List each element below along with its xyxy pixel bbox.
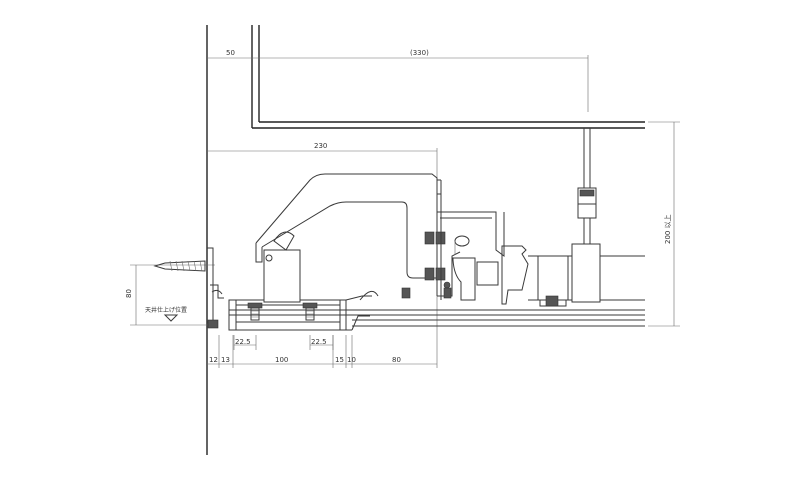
level-triangle-icon xyxy=(163,314,179,322)
dim-100: 100 xyxy=(275,356,288,364)
dim-top-right: (330) xyxy=(410,49,429,57)
anchor-screw xyxy=(153,260,206,272)
dim-15: 15 xyxy=(335,356,344,364)
light-fixture: 22.5 22.5 xyxy=(228,290,379,350)
ceiling-lines xyxy=(229,309,645,331)
dim-top-left: 50 xyxy=(226,49,235,57)
edge-trim xyxy=(207,247,224,329)
dim-offset-right: 22.5 xyxy=(311,338,327,346)
dim-10: 10 xyxy=(347,356,356,364)
connector xyxy=(443,235,529,305)
wall-structure xyxy=(206,25,645,455)
dim-200: 200 以上 xyxy=(663,214,672,244)
bracket-bolts xyxy=(401,231,446,299)
dimension-230: 230 xyxy=(207,142,438,368)
bottom-dimensions: 12 13 100 15 10 80 xyxy=(207,335,437,368)
dim-13: 13 xyxy=(221,356,230,364)
ceiling-finish-label: 天井仕上げ位置 xyxy=(145,306,187,314)
dim-80: 80 xyxy=(125,289,133,298)
dimension-80: 80 天井仕上げ位置 xyxy=(125,264,215,326)
dim-80-bottom: 80 xyxy=(392,356,401,364)
main-runner xyxy=(528,128,645,307)
dim-offset-left: 22.5 xyxy=(235,338,251,346)
top-dimension: 50 (330) xyxy=(207,49,589,112)
dim-230: 230 xyxy=(314,142,327,150)
hanger-bracket xyxy=(255,173,441,303)
lamp-sockets xyxy=(247,302,318,321)
dim-12: 12 xyxy=(209,356,218,364)
dimension-200: 200 以上 xyxy=(648,121,680,327)
